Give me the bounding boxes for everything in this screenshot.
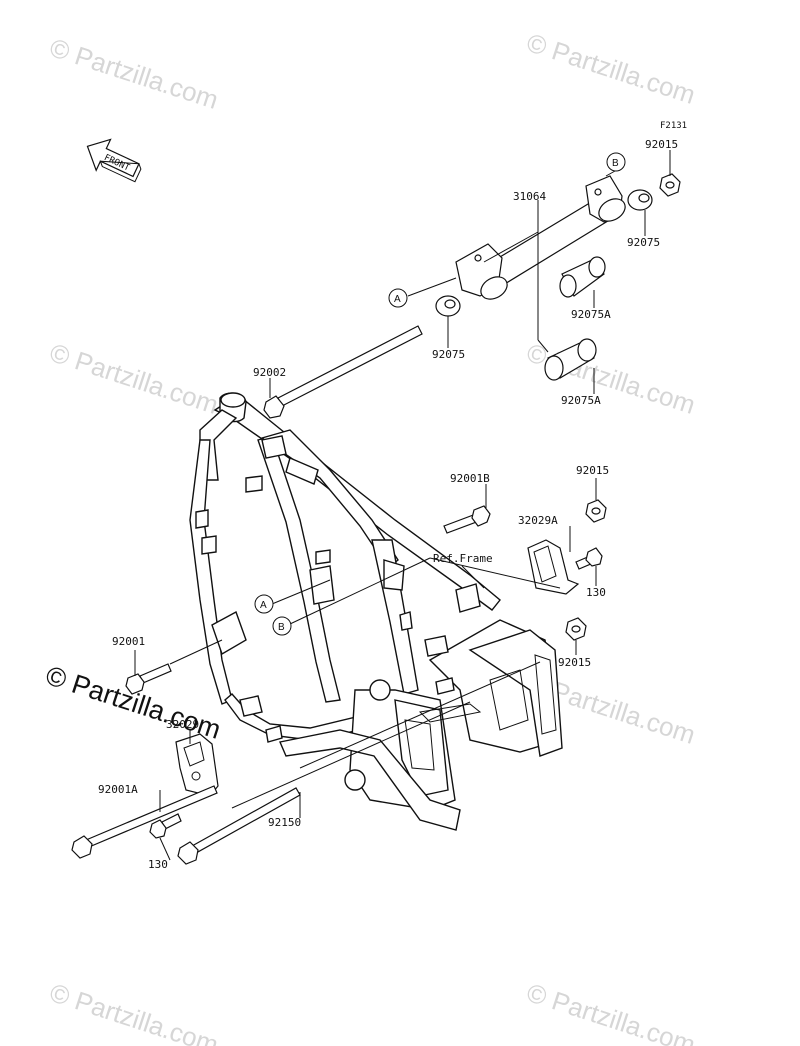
part-label-92075-left: 92075 bbox=[432, 348, 465, 361]
bolt-92001 bbox=[125, 663, 172, 695]
bolt-92001B bbox=[443, 505, 491, 534]
callout-a-frame: A bbox=[254, 594, 274, 614]
part-label-92002: 92002 bbox=[253, 366, 286, 379]
callout-a-frame-label: A bbox=[260, 600, 267, 611]
watermark-bottom-right: © Partzilla.com bbox=[523, 977, 699, 1046]
motorcycle-frame bbox=[189, 392, 563, 831]
nut-92015-mid bbox=[585, 499, 607, 523]
front-arrow-icon: FRONT bbox=[86, 138, 142, 183]
part-label-92001B: 92001B bbox=[450, 472, 490, 485]
part-label-92001: 92001 bbox=[112, 635, 145, 648]
part-labels: 92015 31064 92075 92075A 92075 92075A 92… bbox=[98, 138, 678, 871]
part-label-130-left: 130 bbox=[148, 858, 168, 871]
collar-92075-left bbox=[435, 295, 461, 317]
part-label-32029: 32029 bbox=[166, 718, 199, 731]
watermark-featured: © Partzilla.com bbox=[42, 660, 224, 745]
part-label-32029A: 32029A bbox=[518, 514, 558, 527]
part-label-130-right: 130 bbox=[586, 586, 606, 599]
bolt-130-left bbox=[149, 813, 182, 839]
bolt-130-right bbox=[575, 547, 603, 570]
part-label-92075A-bottom: 92075A bbox=[561, 394, 601, 407]
nut-92015-top bbox=[659, 173, 681, 197]
rubber-bushing-92075A-bottom bbox=[544, 338, 597, 381]
callout-b-top-label: B bbox=[612, 158, 619, 169]
bolt-92002 bbox=[263, 325, 423, 419]
watermark-top-left: © Partzilla.com bbox=[46, 32, 222, 115]
nut-92015-low bbox=[565, 617, 587, 641]
callout-a-top: A bbox=[388, 288, 408, 308]
part-label-92015-low: 92015 bbox=[558, 656, 591, 669]
watermark-top-right: © Partzilla.com bbox=[523, 27, 699, 110]
engine-mount-pipe-31064 bbox=[455, 175, 626, 300]
part-label-92075-right: 92075 bbox=[627, 236, 660, 249]
part-label-92075A-top: 92075A bbox=[571, 308, 611, 321]
callout-b-frame: B bbox=[272, 616, 292, 636]
callout-b-frame-label: B bbox=[278, 622, 285, 633]
rubber-bushing-92075A-top bbox=[559, 256, 606, 298]
part-label-92015-top: 92015 bbox=[645, 138, 678, 151]
bracket-32029A bbox=[527, 539, 580, 595]
collar-92075-right bbox=[627, 189, 653, 211]
part-label-31064: 31064 bbox=[513, 190, 546, 203]
part-label-92150: 92150 bbox=[268, 816, 301, 829]
callout-b-top: B bbox=[606, 152, 626, 172]
bolt-92001A bbox=[71, 785, 218, 859]
ref-frame-label: Ref.Frame bbox=[433, 552, 493, 565]
callout-a-top-label: A bbox=[394, 294, 401, 305]
watermark-bottom-left: © Partzilla.com bbox=[46, 977, 222, 1046]
part-label-92001A: 92001A bbox=[98, 783, 138, 796]
figure-code: F2131 bbox=[660, 121, 687, 131]
leader-lines bbox=[134, 150, 671, 861]
watermark-mid-left: © Partzilla.com bbox=[46, 337, 222, 420]
bolt-92150 bbox=[177, 787, 301, 865]
part-label-92015-mid: 92015 bbox=[576, 464, 609, 477]
